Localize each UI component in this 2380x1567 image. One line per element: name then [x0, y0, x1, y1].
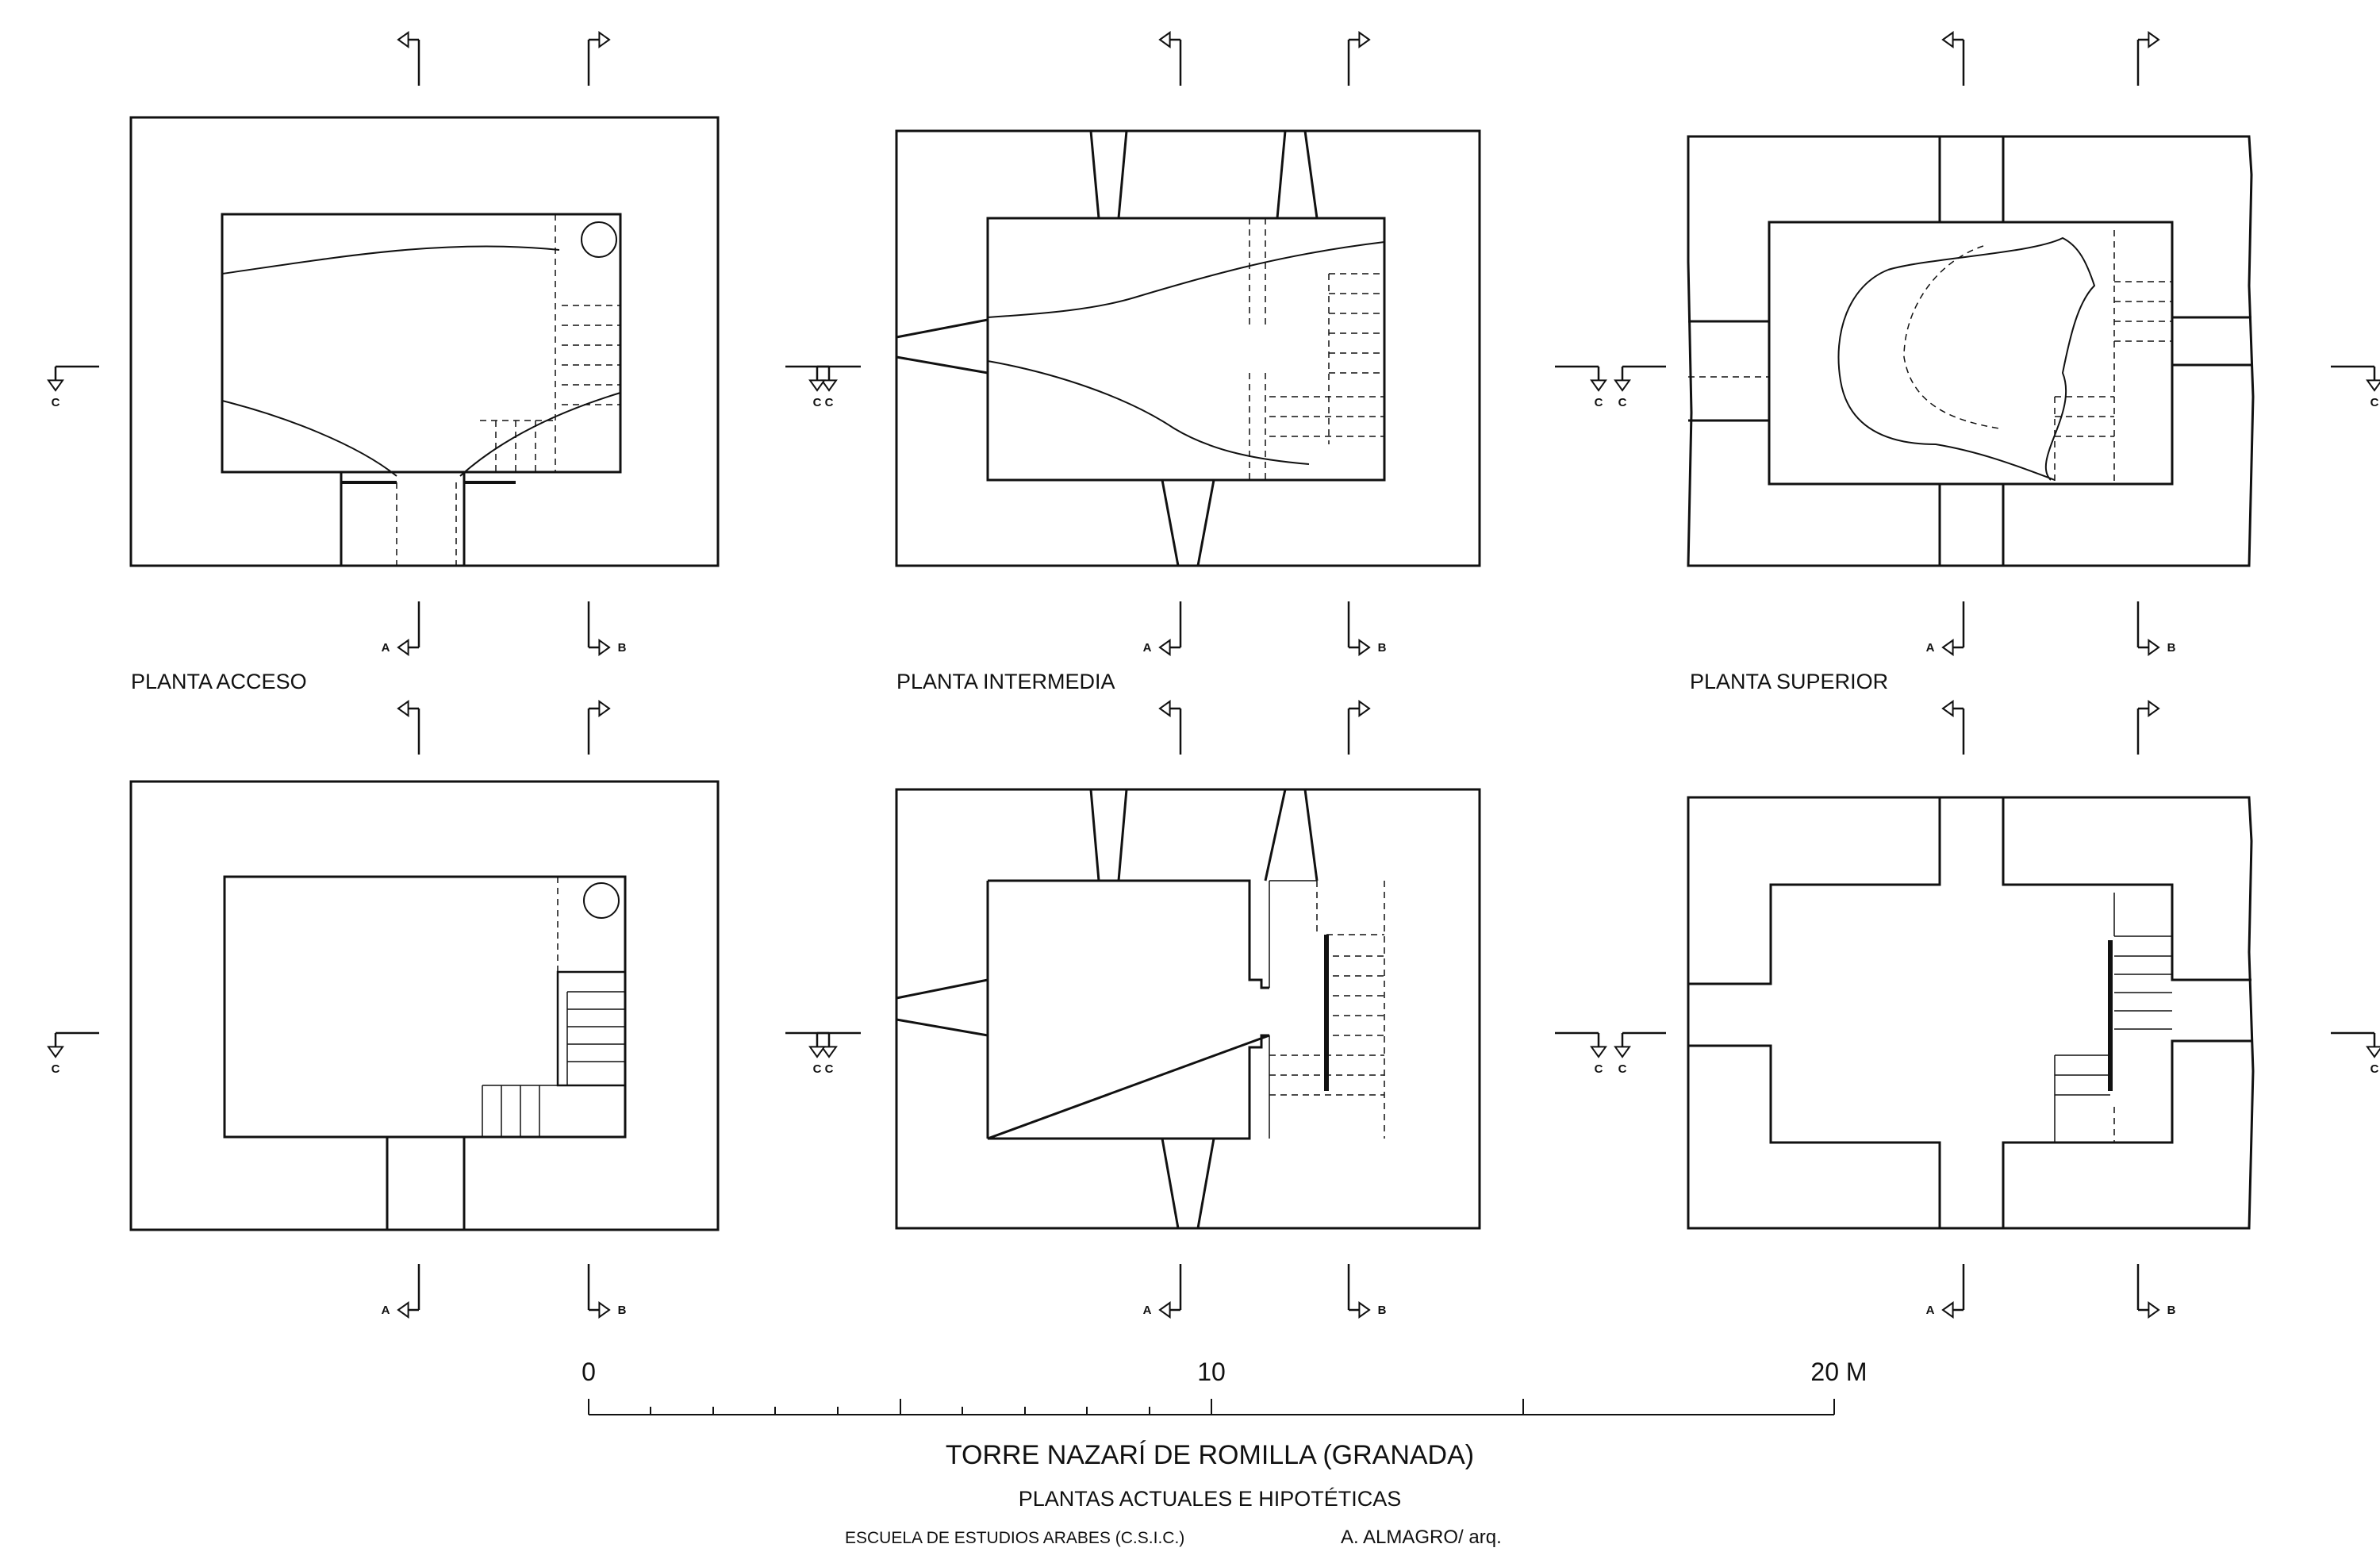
svg-text:B: B: [1378, 1304, 1387, 1317]
section-mark-c-left-actual-superior: C: [1614, 365, 1666, 409]
section-mark-a-top-actual-intermedia: [1158, 31, 1182, 86]
svg-text:A: A: [1143, 1304, 1152, 1317]
plan-acceso-actual: [129, 116, 720, 567]
label-planta-intermedia: PLANTA INTERMEDIA: [896, 670, 1115, 693]
section-mark-a-bottom-hipotetica-acceso: A: [382, 1264, 420, 1319]
section-mark-b-bottom-hipotetica-intermedia: B: [1347, 1264, 1387, 1319]
section-mark-c-right-hipotetica-acceso: C: [785, 1031, 838, 1076]
svg-text:A: A: [1926, 641, 1935, 655]
section-mark-a-top-actual-superior: [1941, 31, 1965, 86]
scale-label-0: 0: [582, 1358, 596, 1386]
label-planta-superior: PLANTA SUPERIOR: [1690, 670, 1888, 693]
svg-text:C: C: [1618, 1062, 1627, 1076]
section-mark-a-bottom-hipotetica-intermedia: A: [1143, 1264, 1182, 1319]
svg-text:B: B: [1378, 641, 1387, 655]
svg-text:C: C: [813, 1062, 822, 1076]
svg-text:B: B: [618, 641, 627, 655]
section-mark-c-right-actual-superior: C: [2331, 365, 2380, 409]
section-mark-b-bottom-hipotetica-superior: B: [2136, 1264, 2176, 1319]
section-mark-a-top-hipotetica-intermedia: [1158, 700, 1182, 755]
section-mark-b-top-hipotetica-intermedia: [1347, 700, 1371, 755]
section-mark-a-bottom-actual-acceso: A: [382, 601, 420, 656]
svg-text:B: B: [2167, 641, 2176, 655]
svg-text:A: A: [382, 641, 390, 655]
section-mark-a-bottom-actual-intermedia: A: [1143, 601, 1182, 656]
drawing-subtitle: PLANTAS ACTUALES E HIPOTÉTICAS: [1019, 1487, 1402, 1511]
section-mark-c-left-hipotetica-intermedia: C: [808, 1031, 861, 1076]
scale-bar: [588, 1399, 1835, 1415]
label-planta-acceso: PLANTA ACCESO: [131, 670, 307, 693]
svg-text:A: A: [1926, 1304, 1935, 1317]
section-mark-b-top-hipotetica-superior: [2136, 700, 2160, 755]
section-mark-b-bottom-actual-intermedia: B: [1347, 601, 1387, 656]
section-mark-b-bottom-hipotetica-acceso: B: [587, 1264, 627, 1319]
section-mark-a-top-actual-acceso: [397, 31, 420, 86]
section-mark-b-top-actual-intermedia: [1347, 31, 1371, 86]
svg-text:B: B: [618, 1304, 627, 1317]
plan-superior-hipotetica: [1687, 796, 2255, 1230]
svg-text:C: C: [52, 1062, 60, 1076]
scale-label-10: 10: [1197, 1358, 1226, 1386]
svg-text:C: C: [813, 396, 822, 409]
svg-text:C: C: [2370, 396, 2379, 409]
plan-acceso-hipotetica: [129, 780, 720, 1231]
scale-label-20: 20 M: [1810, 1358, 1867, 1386]
section-mark-a-top-hipotetica-superior: [1941, 700, 1965, 755]
section-mark-b-top-actual-acceso: [587, 31, 611, 86]
section-mark-c-right-hipotetica-intermedia: C: [1555, 1031, 1607, 1076]
section-mark-c-right-actual-intermedia: C: [1555, 365, 1607, 409]
section-mark-b-bottom-actual-superior: B: [2136, 601, 2176, 656]
section-mark-a-bottom-actual-superior: A: [1926, 601, 1965, 656]
plan-intermedia-hipotetica: [895, 788, 1481, 1230]
section-mark-b-top-actual-superior: [2136, 31, 2160, 86]
svg-text:C: C: [825, 1062, 834, 1076]
plan-intermedia-actual: [895, 129, 1481, 567]
section-mark-c-right-hipotetica-superior: C: [2331, 1031, 2380, 1076]
section-mark-b-bottom-actual-acceso: B: [587, 601, 627, 656]
plan-superior-actual: [1687, 135, 2255, 567]
section-mark-b-top-hipotetica-acceso: [587, 700, 611, 755]
section-mark-c-left-actual-acceso: C: [47, 365, 99, 409]
drawing-title: TORRE NAZARÍ DE ROMILLA (GRANADA): [946, 1440, 1474, 1470]
svg-text:C: C: [825, 396, 834, 409]
section-mark-c-left-hipotetica-superior: C: [1614, 1031, 1666, 1076]
author-credit: A. ALMAGRO/ arq.: [1341, 1527, 1502, 1548]
svg-text:C: C: [1595, 1062, 1603, 1076]
svg-text:C: C: [2370, 1062, 2379, 1076]
svg-text:A: A: [382, 1304, 390, 1317]
section-mark-a-bottom-hipotetica-superior: A: [1926, 1264, 1965, 1319]
svg-text:C: C: [52, 396, 60, 409]
svg-text:A: A: [1143, 641, 1152, 655]
svg-text:B: B: [2167, 1304, 2176, 1317]
svg-text:C: C: [1595, 396, 1603, 409]
section-mark-a-top-hipotetica-acceso: [397, 700, 420, 755]
institution-credit: ESCUELA DE ESTUDIOS ARABES (C.S.I.C.): [845, 1529, 1184, 1547]
section-mark-c-left-hipotetica-acceso: C: [47, 1031, 99, 1076]
section-mark-c-left-actual-intermedia: C: [808, 365, 861, 409]
svg-text:C: C: [1618, 396, 1627, 409]
